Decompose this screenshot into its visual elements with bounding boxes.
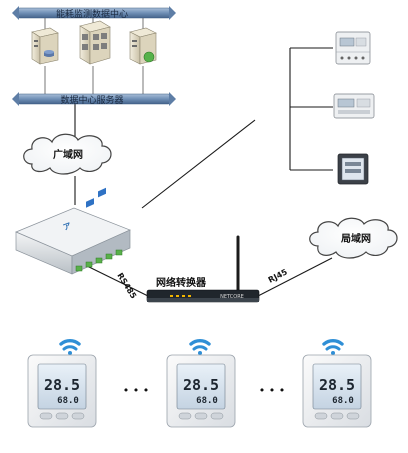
middle-bus: 数据中心服务器 (12, 92, 176, 106)
web-server-icon (129, 27, 157, 65)
device-humidity: 68.0 (57, 396, 79, 406)
top-bus: 能耗监测数据中心 (12, 6, 176, 20)
device-temperature: 28.5 (44, 376, 80, 394)
servers (31, 18, 157, 94)
wan-cloud: 广域网 (23, 133, 112, 175)
lan-cloud: 局域网 (309, 217, 398, 259)
middle-bus-label: 数据中心服务器 (60, 94, 123, 106)
sensor-device-1: 28.5 68.0 (27, 339, 97, 428)
device-temperature: 28.5 (319, 376, 355, 394)
wifi-icon (189, 339, 211, 355)
connection-lines (74, 47, 333, 297)
device-humidity: 68.0 (332, 396, 354, 406)
converter-to-meters-line (141, 119, 256, 209)
data-gateway: ア (15, 187, 131, 275)
lan-to-converter-line (257, 257, 333, 297)
top-bus-label: 能耗监测数据中心 (56, 8, 128, 20)
wifi-icon (59, 339, 81, 355)
rack-server-icon (79, 20, 111, 65)
device-temperature: 28.5 (183, 376, 219, 394)
wifi-icon (322, 339, 344, 355)
sensor-device-2: 28.5 68.0 (166, 339, 236, 428)
ellipsis-1: • • • (123, 384, 149, 397)
status-leds (170, 295, 191, 297)
rs485-link-label: RS485 (115, 271, 138, 300)
wan-label: 广域网 (53, 148, 83, 161)
energy-meters (333, 31, 375, 185)
gateway-terminals (75, 249, 123, 272)
ellipsis-2: • • • (259, 384, 285, 397)
converter-label: 网络转换器 (156, 276, 207, 289)
din-rail-meter-icon (335, 31, 371, 65)
database-server-icon (31, 27, 59, 65)
gateway-to-rs485-line (84, 264, 149, 297)
network-converter: NETCORE 网络转换器 (146, 235, 260, 303)
svg-text:ア: ア (62, 221, 73, 232)
sensor-device-3: 28.5 68.0 (302, 339, 372, 428)
lan-label: 局域网 (340, 232, 371, 245)
multi-channel-meter-icon (333, 93, 375, 119)
panel-meter-icon (337, 153, 369, 185)
converter-brand-text: NETCORE (220, 294, 244, 300)
device-humidity: 68.0 (196, 396, 218, 406)
